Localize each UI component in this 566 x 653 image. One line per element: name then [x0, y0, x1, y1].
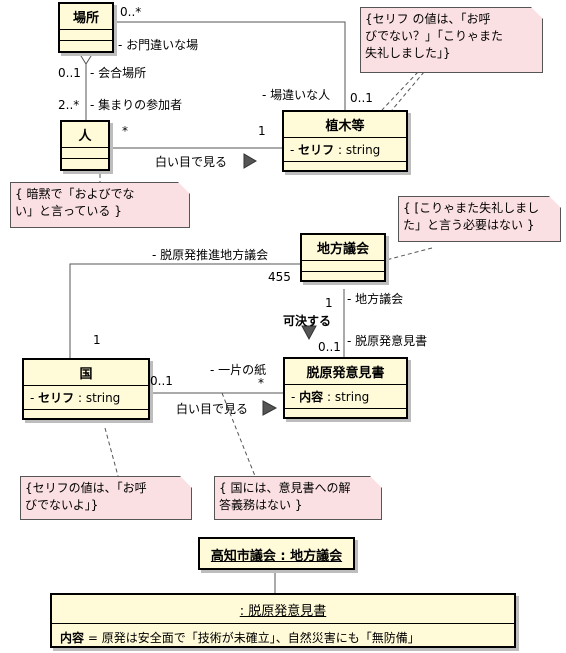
note-chiho: { [こりゃまた失礼しまし た」と言う必要はない }	[398, 196, 561, 242]
mult-kuni-2: 0..1	[150, 374, 173, 388]
role-ikensho: - 脱原発意見書	[347, 334, 428, 348]
mult-sanka: 2..*	[58, 98, 80, 112]
mult-kami: *	[258, 376, 264, 390]
mult-kaigo: 0..1	[58, 66, 81, 80]
role-omon: - お門違いな場	[118, 38, 199, 52]
assoc-name-shiroime-2: 白い目で見る	[176, 402, 249, 416]
note-anchor-1a	[381, 71, 419, 111]
note-ueki: {セリフ の値は、「お呼 びでない？」「こりゃまた 失礼しました」}	[360, 7, 543, 73]
direction-triangle-2	[262, 400, 278, 416]
role-chiho: - 地方議会	[347, 292, 404, 306]
mult-basho-ueki: 0..*	[120, 5, 142, 19]
object-attribute: 内容 = 原発は安全面で「技術が未確立」、自然災害にも「無防備」	[60, 631, 420, 645]
role-bachigai: - 場違いな人	[262, 88, 331, 102]
mult-suishin: 455	[268, 270, 291, 284]
class-ueki[interactable]: 植木等 - セリフ : string	[282, 110, 408, 172]
assoc-basho-ueki	[114, 21, 346, 110]
object-title: : 脱原発意見書	[239, 604, 327, 619]
class-name: 脱原発意見書	[285, 359, 406, 385]
role-sanka: - 集まりの参加者	[90, 98, 183, 112]
direction-triangle-3	[301, 325, 317, 341]
role-kaigo: - 会合場所	[90, 66, 147, 80]
mult-bachigai: 0..1	[350, 91, 373, 105]
mult-chiho: 1	[325, 296, 333, 310]
object-ikensho[interactable]: : 脱原発意見書 内容 = 原発は安全面で「技術が未確立」、自然災害にも「無防備…	[50, 593, 516, 648]
note-anchor-5	[221, 392, 256, 477]
class-name: 植木等	[284, 112, 406, 138]
class-ikensho[interactable]: 脱原発意見書 - 内容 : string	[283, 357, 408, 419]
assoc-chiho-kuni	[69, 263, 300, 358]
note-kuni: {セリフの値は、「お呼 びでないよ」}	[20, 476, 192, 520]
class-attribute: - 内容 : string	[291, 390, 370, 404]
object-kochi[interactable]: 高知市議会 : 地方議会	[198, 537, 355, 570]
class-attribute: - セリフ : string	[30, 391, 121, 405]
mult-kuni-1: 1	[93, 333, 101, 347]
class-hito[interactable]: 人	[60, 120, 110, 171]
class-attribute: - セリフ : string	[290, 143, 381, 157]
note-anchor-3	[385, 247, 433, 261]
note-ikensho: { 国には、意見書への解 答義務はない }	[214, 476, 382, 520]
class-name: 国	[24, 360, 148, 386]
note-anchor-1b	[391, 71, 425, 111]
note-hito: { 暗黙で「およびでな い」と言っている }	[10, 182, 190, 228]
class-basho[interactable]: 場所	[58, 2, 114, 53]
role-kami: - 一片の紙	[210, 363, 267, 377]
note-anchor-4	[104, 427, 119, 477]
assoc-name-kaketsu: 可決する	[283, 314, 332, 328]
mult-ikensho: 0..1	[318, 340, 341, 354]
class-name: 場所	[60, 4, 112, 30]
role-suishin: - 脱原発推進地方議会	[152, 248, 269, 262]
class-kuni[interactable]: 国 - セリフ : string	[22, 358, 150, 420]
mult-hito: *	[122, 124, 128, 138]
mult-ueki: 1	[258, 124, 266, 138]
class-chiho[interactable]: 地方議会	[300, 233, 386, 282]
class-name: 人	[62, 122, 108, 148]
class-name: 地方議会	[302, 235, 384, 261]
direction-triangle-1	[243, 153, 257, 169]
assoc-name-shiroime-1: 白い目で見る	[155, 155, 228, 169]
object-title: 高知市議会 : 地方議会	[210, 549, 343, 564]
